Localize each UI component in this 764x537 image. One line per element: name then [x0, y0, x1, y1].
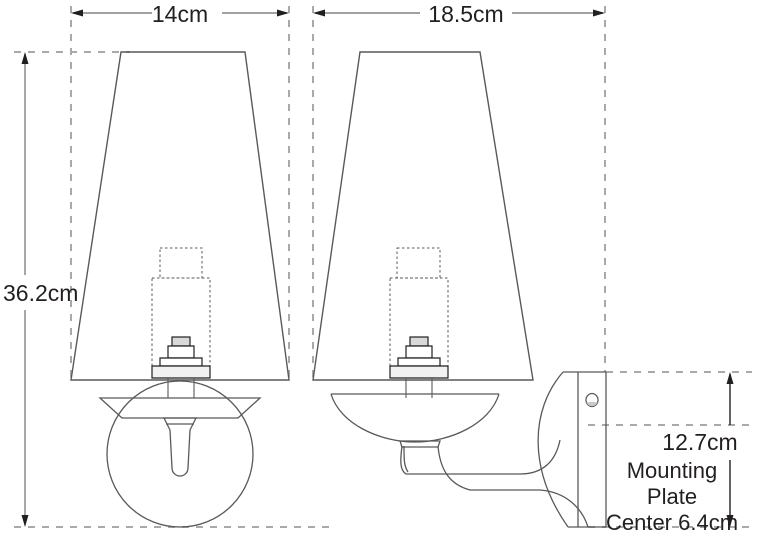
arm-upper-edge [400, 439, 561, 475]
bulb-envelope-front [159, 247, 203, 279]
note-line-mounting: Mounting [627, 458, 718, 483]
globe-circle-front [106, 380, 254, 528]
dimension-label-overall-height: 36.2cm [3, 280, 78, 306]
socket-collar-side [397, 357, 441, 367]
dimension-shade-width: 14cm [71, 1, 289, 27]
side-view-arm [400, 439, 589, 528]
dimension-label-shade-width: 14cm [152, 1, 208, 27]
front-view-shade [70, 51, 290, 381]
dim-arrow-362cm-bottom [21, 515, 29, 527]
side-view-mounting-plate [537, 371, 607, 528]
plate-back-body [537, 371, 569, 528]
socket-envelope-side [389, 277, 449, 375]
socket-flange-front [151, 365, 211, 379]
side-view-shade [312, 51, 534, 381]
bulb-envelope-side [396, 247, 441, 279]
bowl-outline-side [330, 393, 500, 443]
shade-outline-side [312, 51, 534, 381]
note-line-plate: Plate [647, 484, 697, 509]
dim-arrow-127cm-top [726, 372, 734, 384]
front-view-globe [98, 380, 262, 528]
arm-neck-left [403, 445, 409, 473]
extension-lines [14, 6, 752, 528]
side-view-socket [389, 336, 449, 379]
dim-arrow-185cm-left [313, 9, 325, 17]
socket-envelope-front [151, 277, 211, 375]
socket-hex-side [405, 345, 433, 359]
front-view-socket [151, 336, 211, 379]
shade-outline-front [70, 51, 290, 381]
note-line-center-value: Center 6.4cm [606, 510, 738, 535]
dimension-overall-height: 36.2cm [3, 52, 78, 527]
arm-lower-edge [437, 445, 589, 528]
plate-screw-slot-icon [586, 402, 598, 407]
dimension-depth: 18.5cm [313, 1, 605, 27]
side-view-shelf [330, 393, 500, 448]
socket-cap-front [171, 336, 191, 347]
dimension-plate-center [726, 460, 734, 527]
globe-finial-front [162, 417, 198, 477]
front-view-socket-stems [167, 378, 195, 398]
dimension-label-mounting-plate-height: 12.7cm [662, 429, 737, 455]
socket-cap-side [409, 336, 429, 347]
socket-collar-front [159, 357, 203, 367]
socket-hex-front [167, 345, 195, 359]
dim-arrow-362cm-top [21, 52, 29, 64]
dim-arrow-14cm-right [277, 9, 289, 17]
side-view-socket-stems [405, 378, 433, 398]
dim-arrow-14cm-left [71, 9, 83, 17]
dim-arrow-plate-center-bottom [726, 515, 734, 527]
dimension-mounting-plate-height: 12.7cm [662, 372, 738, 455]
dim-arrow-185cm-right [593, 9, 605, 17]
front-view-bulb-hidden [151, 247, 211, 375]
side-view-bulb-hidden [389, 247, 449, 375]
mounting-plate-note: Mounting Plate Center 6.4cm [606, 458, 738, 535]
socket-flange-side [389, 365, 449, 379]
globe-shelf-front [98, 397, 262, 419]
dimension-label-depth: 18.5cm [428, 1, 503, 27]
